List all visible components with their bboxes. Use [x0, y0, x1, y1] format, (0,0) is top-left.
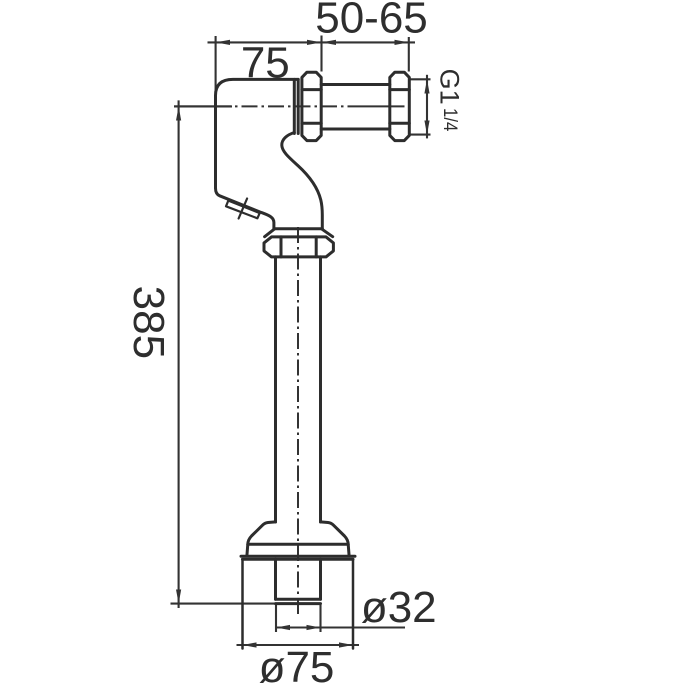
svg-text:75: 75 — [241, 39, 290, 88]
svg-text:ø32: ø32 — [361, 583, 437, 632]
svg-text:50-65: 50-65 — [315, 0, 428, 43]
svg-text:ø75: ø75 — [259, 643, 335, 692]
svg-text:G1: G1 — [435, 69, 465, 105]
svg-text:385: 385 — [124, 286, 173, 359]
svg-text:1/4: 1/4 — [439, 108, 460, 132]
